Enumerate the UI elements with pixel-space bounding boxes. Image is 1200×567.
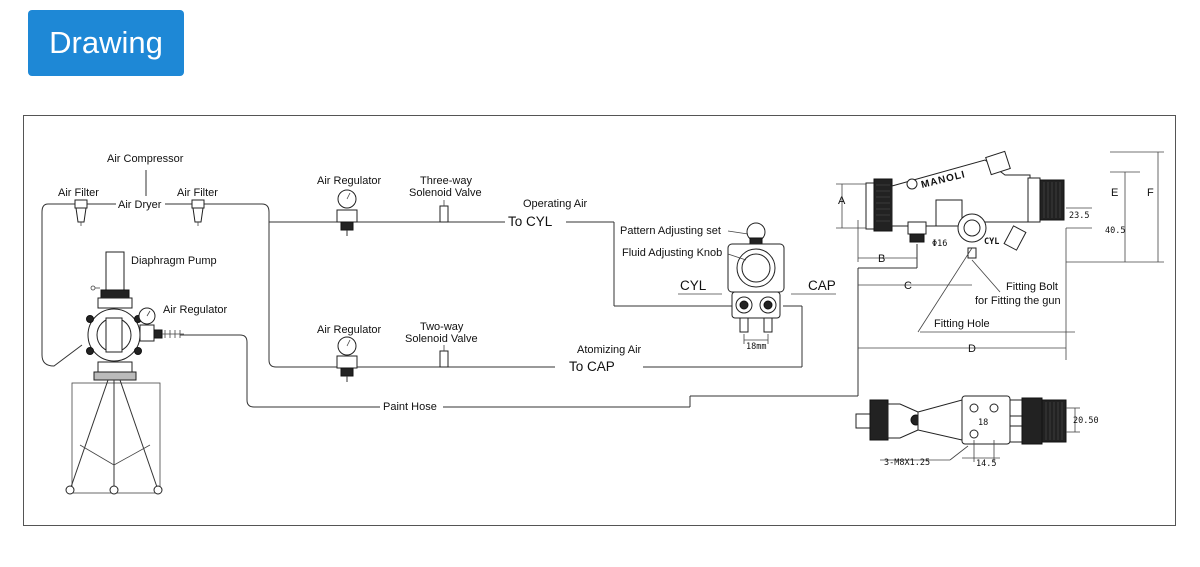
label-for-fitting-gun: for Fitting the gun xyxy=(975,295,1061,307)
label-thread-spec: 3-M8X1.25 xyxy=(884,458,930,468)
label-dim-23-5: 23.5 xyxy=(1069,211,1089,221)
label-air-regulator-bottom: Air Regulator xyxy=(317,324,382,336)
label-dim-20-50: 20.50 xyxy=(1073,416,1099,426)
two-way-solenoid-valve-icon xyxy=(439,345,449,368)
label-phi16: Φ16 xyxy=(932,239,947,249)
label-dim-14-5: 14.5 xyxy=(976,459,996,469)
spray-gun-side-view-icon xyxy=(865,150,1065,259)
label-dim-18mm: 18mm xyxy=(746,342,766,352)
label-dim-b: B xyxy=(878,253,885,265)
label-pattern-adjusting-set: Pattern Adjusting set xyxy=(620,225,721,237)
label-air-regulator-top: Air Regulator xyxy=(317,175,382,187)
air-line-network xyxy=(41,170,918,408)
label-dim-d: D xyxy=(968,343,976,355)
label-air-filter-left: Air Filter xyxy=(58,187,99,199)
label-fitting-bolt: Fitting Bolt xyxy=(1006,281,1058,293)
spray-gun-top-view-icon xyxy=(855,395,1080,462)
air-filter-left-icon xyxy=(74,199,88,226)
label-dim-40-5: 40.5 xyxy=(1105,226,1125,236)
label-dim-c: C xyxy=(904,280,912,292)
label-air-regulator-pump: Air Regulator xyxy=(163,304,228,316)
air-regulator-top-icon xyxy=(336,189,358,236)
diagram-frame xyxy=(23,115,1176,526)
label-cyl-port: CYL xyxy=(680,278,707,293)
label-diaphragm-pump: Diaphragm Pump xyxy=(131,255,217,267)
label-three-way-line1: Three-way xyxy=(420,175,472,187)
label-to-cyl: To CYL xyxy=(508,214,553,229)
pump-air-regulator-icon xyxy=(138,307,184,342)
label-gun-cyl: CYL xyxy=(984,237,999,247)
three-way-solenoid-valve-icon xyxy=(439,200,449,223)
label-dim-18: 18 xyxy=(978,418,988,428)
label-air-dryer: Air Dryer xyxy=(118,199,162,211)
label-two-way-line1: Two-way xyxy=(420,321,464,333)
label-atomizing-air: Atomizing Air xyxy=(577,344,642,356)
label-fluid-adjusting-knob: Fluid Adjusting Knob xyxy=(622,247,722,259)
label-cap-port: CAP xyxy=(808,278,836,293)
fluid-valve-block-icon xyxy=(727,222,785,344)
label-three-way-line2: Solenoid Valve xyxy=(409,187,482,199)
label-air-filter-right: Air Filter xyxy=(177,187,218,199)
diaphragm-pump-icon xyxy=(86,251,142,381)
label-operating-air: Operating Air xyxy=(523,198,588,210)
label-two-way-line2: Solenoid Valve xyxy=(405,333,478,345)
gun-dimension-lines xyxy=(836,151,1164,360)
label-dim-a: A xyxy=(838,195,846,207)
air-regulator-bottom-icon xyxy=(336,336,358,382)
label-paint-hose: Paint Hose xyxy=(383,401,437,413)
label-air-compressor: Air Compressor xyxy=(107,153,184,165)
air-filter-right-icon xyxy=(191,199,205,226)
label-fitting-hole: Fitting Hole xyxy=(934,318,990,330)
label-dim-e: E xyxy=(1111,187,1118,199)
pump-tripod-stand xyxy=(65,379,163,495)
label-dim-f: F xyxy=(1147,187,1154,199)
label-to-cap: To CAP xyxy=(569,359,615,374)
drawing-title-badge: Drawing xyxy=(28,10,184,76)
